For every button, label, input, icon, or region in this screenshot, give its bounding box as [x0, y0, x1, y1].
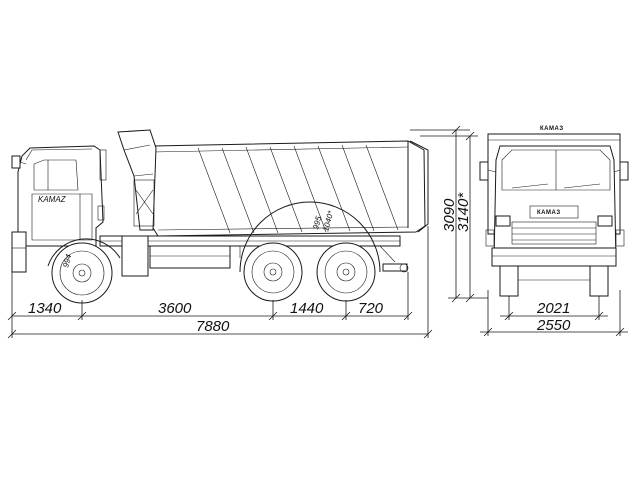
front-brand-grille: КАМАЗ: [537, 210, 561, 216]
front-wheel: [51, 242, 113, 304]
dim-overall-length: 7880: [196, 318, 230, 335]
svg-text:KAMAZ: KAMAZ: [38, 195, 67, 204]
rear-wheel-2: [316, 242, 376, 302]
dim-bogie-spacing: 1440: [290, 300, 324, 317]
dim-overall-width: 2550: [536, 317, 571, 334]
rear-wheel-1: [243, 242, 303, 302]
cab-protector: [117, 129, 157, 231]
dim-rear-overhang: 720: [358, 300, 384, 317]
truck-cab: KAMAZ: [11, 145, 107, 273]
dim-track-width: 2021: [536, 300, 570, 317]
dim-front-overhang: 1340: [28, 300, 62, 317]
dim-overall-height-alt: 3140*: [455, 192, 472, 232]
body-floor-label-1: 995: [311, 215, 323, 231]
side-dimensions: 1340 3600 1440 720 7880 3090 3140*: [7, 125, 488, 339]
dump-body: [152, 140, 429, 237]
front-wheel-label: 994: [61, 253, 73, 269]
front-brand-top: КАМАЗ: [540, 126, 564, 132]
front-view: КАМАЗ КАМАЗ: [479, 126, 629, 297]
dim-wheelbase: 3600: [158, 300, 192, 317]
side-view: KAMAZ 994 995 1040*: [11, 129, 429, 304]
dim-overall-height: 3090: [441, 198, 458, 232]
front-dimensions: 2021 2550: [480, 290, 628, 337]
